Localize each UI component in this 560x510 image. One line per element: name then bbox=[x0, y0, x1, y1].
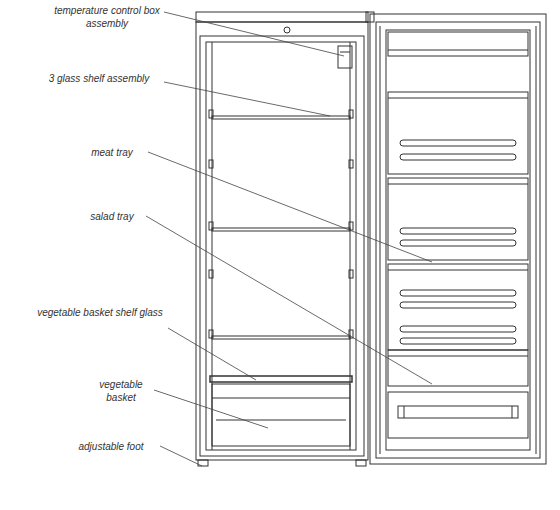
part-label: vegetable basket shelf glass bbox=[34, 306, 166, 319]
part-label: meat tray bbox=[78, 146, 146, 159]
part-label: adjustable foot bbox=[64, 440, 158, 453]
leader-lines bbox=[146, 12, 432, 466]
part-label: temperature control box assembly bbox=[48, 4, 166, 30]
part-label: salad tray bbox=[78, 210, 146, 223]
part-label: 3 glass shelf assembly bbox=[34, 72, 164, 85]
part-label: vegetable basket bbox=[90, 378, 152, 404]
